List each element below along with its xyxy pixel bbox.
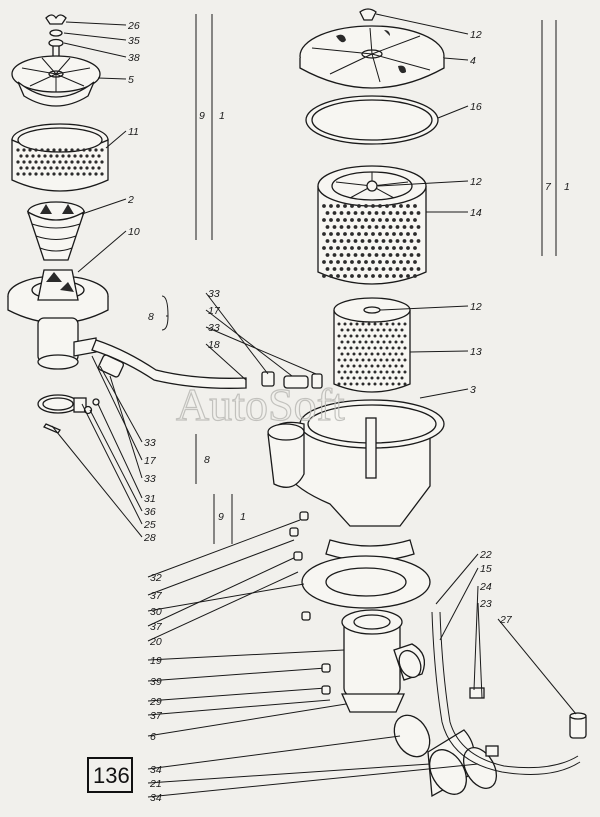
callout-31: 31 <box>144 493 156 505</box>
callout-27: 27 <box>499 614 513 626</box>
callout-33-mid-b: 33 <box>208 322 220 334</box>
gasket-part-16 <box>305 95 439 145</box>
callout-29: 29 <box>149 696 162 708</box>
callout-24: 24 <box>479 581 492 593</box>
assembly-bracket-left: 9 1 <box>195 14 225 240</box>
assembly-mark-1-top: 1 <box>219 110 225 122</box>
callout-32: 32 <box>150 572 162 584</box>
callout-17-mid: 17 <box>208 305 221 317</box>
watermark-text: AutoSoft <box>176 379 345 430</box>
callout-4: 4 <box>470 55 476 67</box>
callout-23: 23 <box>479 598 492 610</box>
callout-37-c: 37 <box>150 710 163 722</box>
callout-18: 18 <box>208 339 220 351</box>
wing-nut-part <box>45 14 67 63</box>
perforated-ring-part-11 <box>11 123 109 192</box>
callout-12-mid: 12 <box>470 176 482 188</box>
assembly-bracket-hose: 8 <box>148 295 169 331</box>
assembly-mark-8-hose: 8 <box>148 311 154 323</box>
cone-part-2 <box>26 201 86 261</box>
elbow-body-part-19 <box>340 609 426 713</box>
callout-33-lower-b: 33 <box>144 473 156 485</box>
callout-10: 10 <box>128 226 140 238</box>
callout-34-a: 34 <box>150 764 162 776</box>
callout-30: 30 <box>150 606 162 618</box>
assembly-mark-1-lower: 1 <box>240 511 246 523</box>
hose-part-22 <box>431 611 587 775</box>
leader-lines <box>51 13 577 798</box>
callout-2: 2 <box>127 194 134 206</box>
callout-33-lower-a: 33 <box>144 437 156 449</box>
callout-25: 25 <box>143 519 156 531</box>
callout-22: 22 <box>479 549 492 561</box>
assembly-mark-9-top: 9 <box>199 110 205 122</box>
callout-6: 6 <box>150 731 156 743</box>
callout-12-low: 12 <box>470 301 482 313</box>
callout-39: 39 <box>150 676 162 688</box>
filter-element-part-13 <box>333 297 411 393</box>
callout-12-top: 12 <box>470 29 482 41</box>
cover-part-5 <box>11 55 101 107</box>
callout-28: 28 <box>143 532 156 544</box>
callout-34-b: 34 <box>150 792 162 804</box>
gasket-part-30 <box>301 555 431 609</box>
assembly-mark-9-lower: 9 <box>218 511 224 523</box>
callout-16: 16 <box>470 101 482 113</box>
clamp-part-left <box>37 394 100 434</box>
callout-33-mid-a: 33 <box>208 288 220 300</box>
assembly-mark-7: 7 <box>545 181 552 193</box>
page-number: 136 <box>93 763 130 788</box>
callout-38: 38 <box>128 52 140 64</box>
bowl-part-3 <box>267 399 445 562</box>
lid-part-4 <box>299 8 445 89</box>
housing-part-10 <box>7 269 109 370</box>
callout-3: 3 <box>470 384 476 396</box>
callout-5: 5 <box>128 74 134 86</box>
callout-11: 11 <box>128 126 139 138</box>
callout-17-lower: 17 <box>144 455 157 467</box>
sleeve-part-21 <box>393 714 499 798</box>
callout-36: 36 <box>144 506 156 518</box>
callout-19: 19 <box>150 655 162 667</box>
callout-14: 14 <box>470 207 482 219</box>
callout-15: 15 <box>480 563 492 575</box>
assembly-bracket-right: 7 1 <box>541 20 570 256</box>
page-number-box: 136 <box>87 757 133 793</box>
assembly-mark-8-lower: 8 <box>204 454 210 466</box>
assembly-bracket-lower: 8 9 1 <box>195 434 246 544</box>
assembly-mark-1-right: 1 <box>564 181 570 193</box>
callout-37-b: 37 <box>150 621 163 633</box>
callout-21: 21 <box>149 778 162 790</box>
callout-35: 35 <box>128 35 140 47</box>
callout-26: 26 <box>127 20 140 32</box>
callout-13: 13 <box>470 346 482 358</box>
callout-20: 20 <box>149 636 162 648</box>
hose-part-18 <box>91 339 323 389</box>
filter-element-part-14 <box>317 165 427 285</box>
callout-37-a: 37 <box>150 590 163 602</box>
